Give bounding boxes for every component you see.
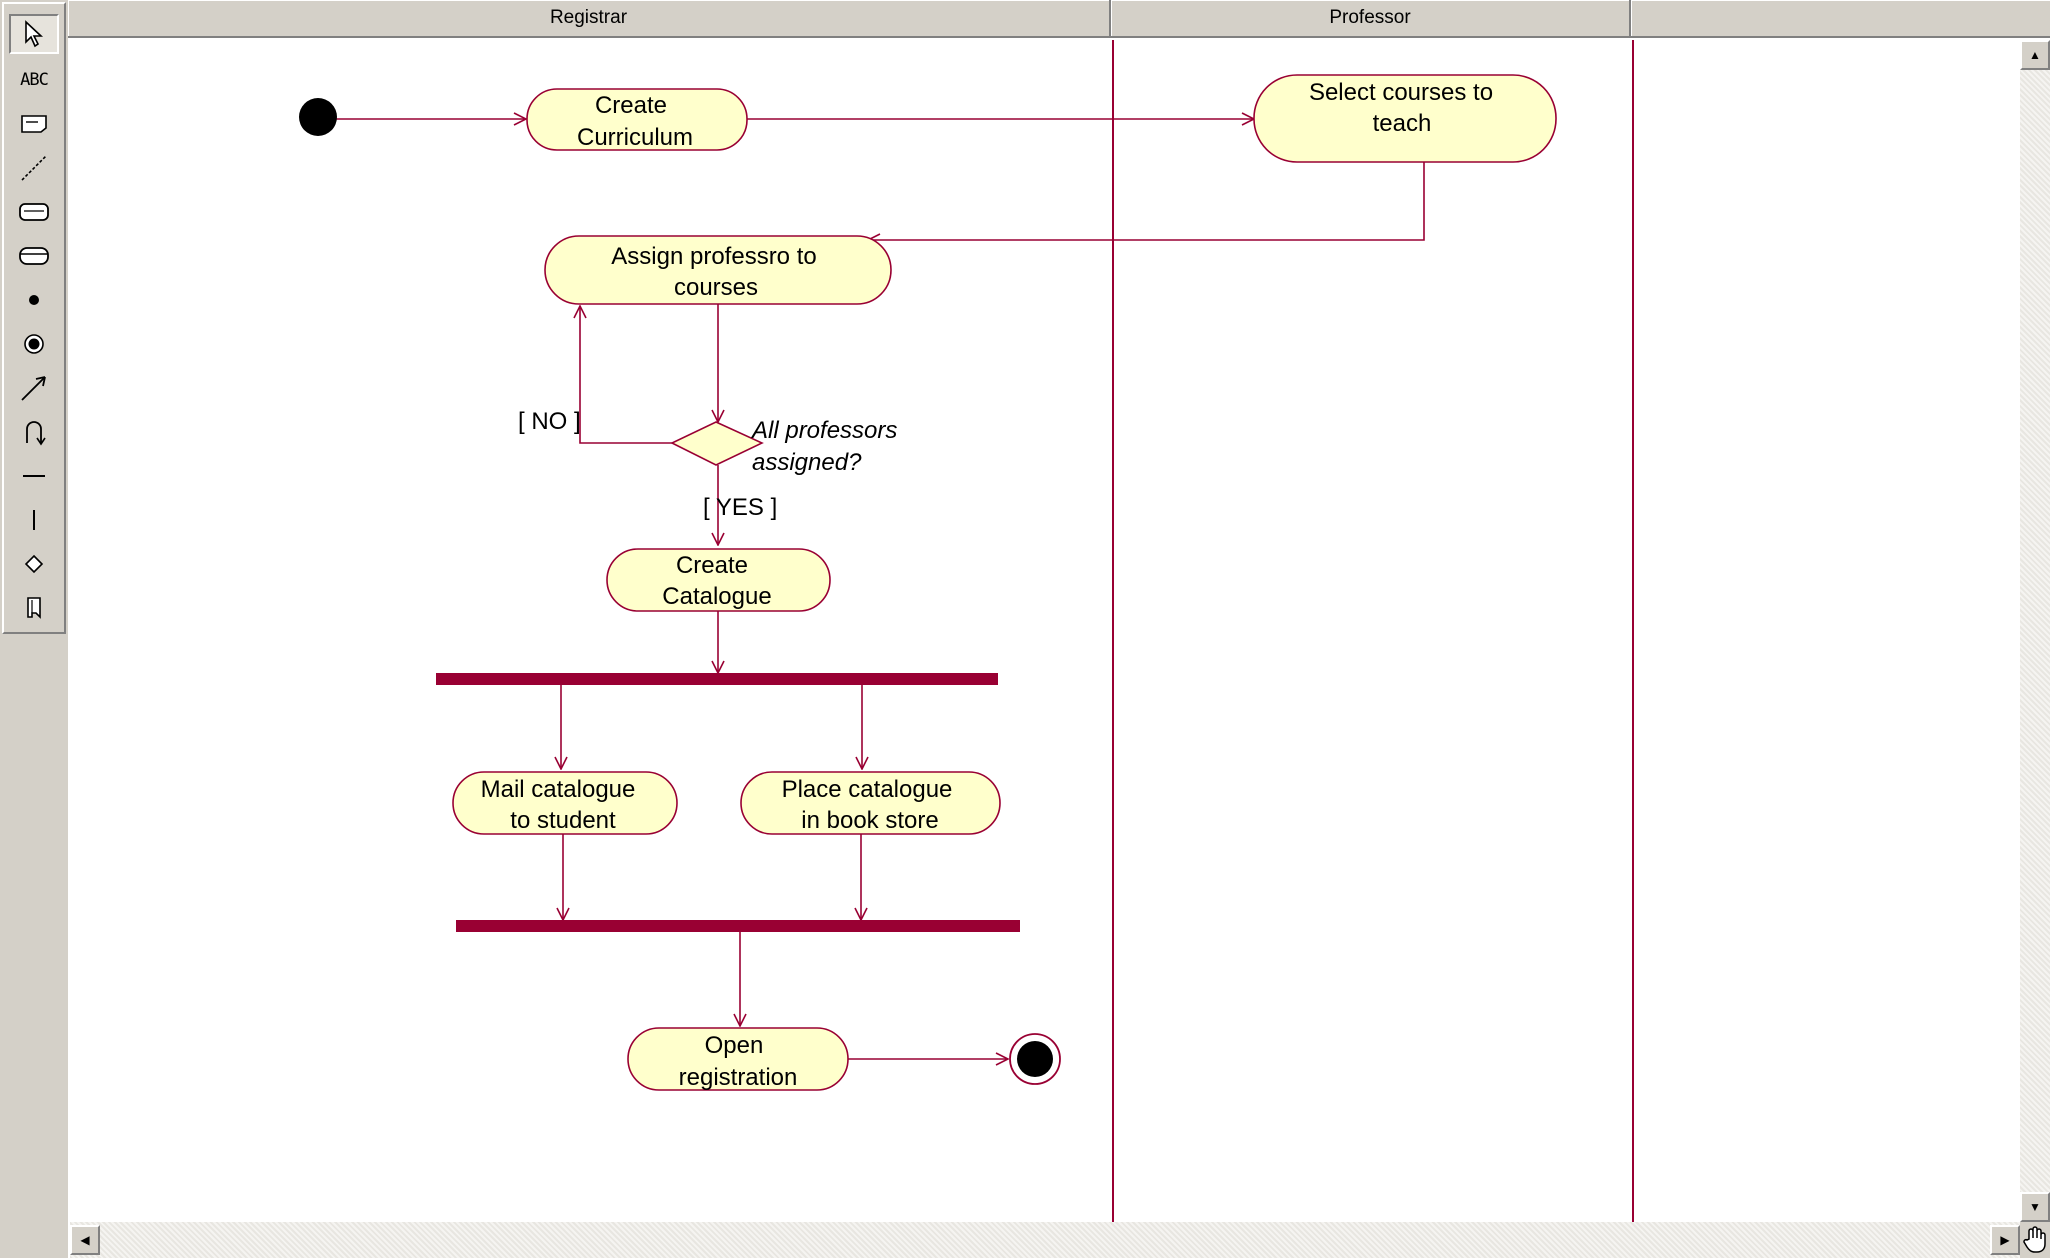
horizontal-scrollbar[interactable]: ◀ ▶ — [70, 1222, 2020, 1258]
activity-tool[interactable] — [9, 236, 59, 276]
note-tool[interactable] — [9, 104, 59, 144]
activity-select-courses-line2: teach — [1373, 110, 1432, 137]
activity-icon — [19, 247, 49, 265]
activity-place-catalogue-line1: Place catalogue — [782, 776, 953, 803]
scroll-down-button[interactable]: ▼ — [2020, 1192, 2050, 1222]
start-state[interactable] — [299, 98, 337, 136]
start-state-icon — [29, 295, 39, 305]
swimlane-professor-header[interactable]: Professor — [1111, 0, 1631, 36]
note-icon — [21, 115, 47, 133]
decision-tool[interactable] — [9, 544, 59, 584]
arrow-left-icon: ◀ — [80, 1233, 90, 1247]
end-state-tool[interactable] — [9, 324, 59, 364]
hand-pan-icon[interactable] — [2022, 1226, 2048, 1254]
selection-tool[interactable] — [9, 14, 59, 54]
activity-create-curriculum[interactable]: Create Curriculum — [526, 88, 748, 151]
anchor-line-icon — [21, 155, 47, 181]
activity-place-catalogue-line2: in book store — [801, 807, 938, 834]
activity-diagram: Create Curriculum Select courses to teac… — [299, 40, 1634, 1222]
swimlane-professor-label: Professor — [1329, 7, 1411, 28]
arrow-down-icon: ▼ — [2029, 1200, 2041, 1214]
activity-mail-catalogue[interactable]: Mail catalogue to student — [452, 771, 678, 835]
activity-create-curriculum-line1: Create — [595, 92, 667, 119]
swimlane-registrar-header[interactable]: Registrar — [68, 0, 1111, 36]
scroll-up-button[interactable]: ▲ — [2020, 40, 2050, 70]
scroll-left-button[interactable]: ◀ — [70, 1225, 100, 1255]
scroll-right-button[interactable]: ▶ — [1990, 1225, 2020, 1255]
join-sync-bar[interactable] — [456, 920, 1020, 932]
anchor-note-tool[interactable] — [9, 148, 59, 188]
swimlane-tool[interactable] — [9, 588, 59, 628]
decision-label-line2: assigned? — [752, 449, 862, 476]
self-transition-icon — [26, 421, 46, 446]
vertical-sync-tool[interactable] — [9, 500, 59, 540]
state-transition-tool[interactable] — [9, 368, 59, 408]
transition-decision-no-loop[interactable] — [580, 306, 672, 444]
swimlane-registrar-label: Registrar — [549, 7, 628, 28]
decision-diamond[interactable] — [670, 421, 764, 466]
vertical-sync-icon — [33, 510, 35, 530]
transitions — [334, 119, 1425, 1059]
activity-open-registration-line1: Open — [705, 1032, 764, 1059]
decision-diamond-icon — [24, 554, 44, 574]
activity-create-curriculum-line2: Curriculum — [577, 124, 693, 151]
activity-assign-professor-line2: courses — [674, 274, 758, 301]
arrow-right-icon: ▶ — [2000, 1233, 2010, 1247]
activity-select-courses-line1: Select courses to — [1309, 79, 1493, 106]
activity-assign-professor-line1: Assign professro to — [611, 243, 816, 270]
activity-open-registration[interactable]: Open registration — [627, 1027, 849, 1091]
swimlane-header: Registrar Professor — [68, 0, 2050, 38]
activity-assign-professor[interactable]: Assign professro to courses — [544, 235, 892, 305]
text-box-label: ABC — [20, 70, 49, 90]
activity-mail-catalogue-line1: Mail catalogue — [481, 776, 636, 803]
swimlane-icon — [27, 597, 41, 619]
horizontal-sync-tool[interactable] — [9, 456, 59, 496]
horizontal-sync-icon — [23, 475, 45, 477]
activity-mail-catalogue-line2: to student — [510, 807, 616, 834]
activity-place-catalogue[interactable]: Place catalogue in book store — [740, 771, 1001, 835]
guard-yes-label: [ YES ] — [703, 494, 777, 521]
activity-create-catalogue-line2: Catalogue — [662, 583, 771, 610]
activity-select-courses-to-teach[interactable]: Select courses to teach — [1253, 74, 1557, 163]
transition-select-courses-to-assign[interactable] — [868, 162, 1425, 240]
start-state-tool[interactable] — [9, 280, 59, 320]
fork-sync-bar[interactable] — [436, 673, 998, 685]
decision-label-line1: All professors — [750, 417, 897, 444]
state-tool[interactable] — [9, 192, 59, 232]
end-state[interactable] — [1009, 1033, 1061, 1085]
activity-create-catalogue-line1: Create — [676, 552, 748, 579]
activity-create-catalogue[interactable]: Create Catalogue — [606, 548, 831, 612]
vertical-scrollbar[interactable]: ▲ ▼ — [2020, 40, 2050, 1222]
transition-to-self-tool[interactable] — [9, 412, 59, 452]
end-state-icon — [24, 334, 44, 354]
arrow-cursor-icon — [25, 20, 44, 48]
diagram-toolbox: ABC — [2, 2, 66, 634]
diagram-canvas[interactable] — [68, 0, 2050, 1258]
scroll-corner — [2020, 1222, 2050, 1258]
text-box-tool[interactable]: ABC — [9, 60, 59, 100]
arrow-up-icon: ▲ — [2029, 48, 2041, 62]
state-icon — [19, 203, 49, 221]
guard-no-label: [ NO ] — [518, 408, 581, 435]
transition-arrow-icon — [21, 376, 46, 401]
activity-open-registration-line2: registration — [679, 1064, 798, 1091]
